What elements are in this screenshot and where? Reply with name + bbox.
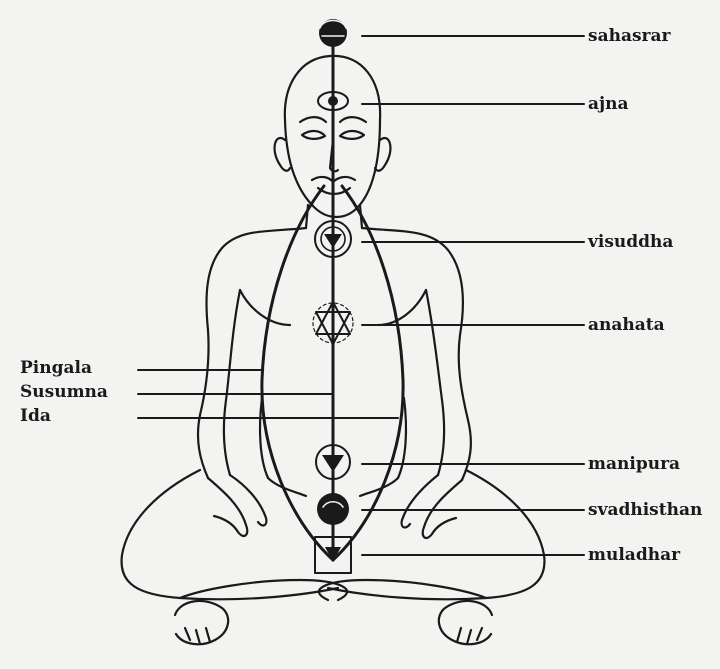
label-ida: Ida (20, 406, 51, 426)
visuddha-symbol (315, 221, 351, 257)
label-visuddha: visuddha (588, 232, 673, 252)
label-manipura: manipura (588, 454, 680, 474)
leader-lines (138, 36, 584, 555)
label-svadhisthan: svadhisthan (588, 500, 702, 520)
label-pingala: Pingala (20, 358, 92, 378)
label-anahata: anahata (588, 315, 665, 335)
sahasrar-symbol (319, 19, 347, 47)
label-muladhar: muladhar (588, 545, 680, 565)
label-sahasrar: sahasrar (588, 26, 670, 46)
label-susumna: Susumna (20, 382, 108, 402)
svadhisthan-symbol (317, 493, 349, 525)
label-ajna: ajna (588, 94, 629, 114)
